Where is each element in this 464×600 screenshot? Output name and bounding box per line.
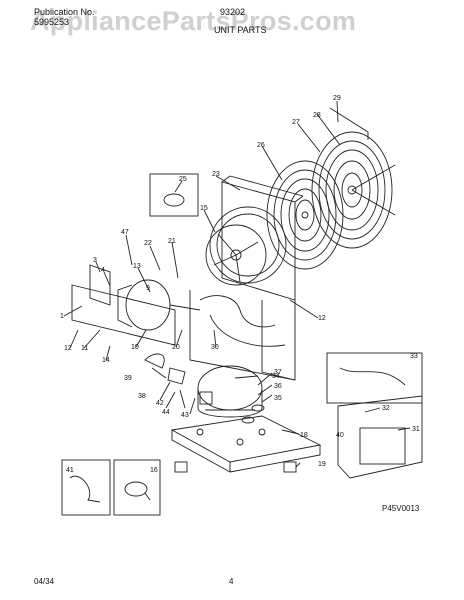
- callout-25: 25: [179, 176, 187, 183]
- callout-29: 29: [333, 95, 341, 102]
- callout-41: 41: [66, 467, 74, 474]
- model-number: 93202: [220, 7, 246, 17]
- callout-3: 3: [93, 257, 97, 264]
- caster: [174, 461, 188, 473]
- callout-44: 44: [162, 409, 170, 416]
- callout-28: 28: [313, 112, 321, 119]
- callout-47: 47: [121, 229, 129, 236]
- footer-date: 04/34: [34, 577, 55, 586]
- compressor: [197, 365, 263, 418]
- condenser-coil-front: [266, 160, 344, 270]
- relay: [167, 367, 186, 385]
- callout-9: 9: [146, 285, 150, 292]
- callout-20: 20: [172, 344, 180, 351]
- callout-31: 31: [412, 426, 420, 433]
- publication-number: 5995253: [34, 17, 70, 27]
- callout-30: 30: [211, 344, 219, 351]
- section-title: UNIT PARTS: [214, 25, 267, 35]
- rod: [329, 107, 369, 140]
- callout-36: 36: [274, 383, 282, 390]
- inset-box-41: [61, 459, 111, 516]
- callout-21: 21: [168, 238, 176, 245]
- support-frame: [189, 290, 296, 381]
- caster: [283, 461, 297, 473]
- callout-43: 43: [181, 412, 189, 419]
- callout-11: 11: [81, 345, 88, 352]
- callout-10: 10: [131, 344, 139, 351]
- callout-4: 4: [101, 267, 105, 274]
- callout-42: 42: [156, 400, 164, 407]
- water-tank: [337, 395, 423, 479]
- watermark: AppliancePartsPros.com: [30, 6, 357, 36]
- condenser-coil-rear: [311, 131, 396, 249]
- base-pan: [170, 415, 322, 473]
- callout-14: 14: [102, 357, 110, 364]
- callout-40: 40: [336, 432, 344, 439]
- callout-1: 1: [60, 313, 64, 320]
- callout-23: 23: [212, 171, 220, 178]
- callout-18: 18: [300, 432, 308, 439]
- capacitor-box: [149, 173, 199, 217]
- callout-labels: 29 27 28 26 25 23 15 47 22 21 13 3 4 1 9…: [60, 95, 420, 474]
- callout-35: 35: [274, 395, 282, 402]
- callout-38: 38: [138, 393, 146, 400]
- callout-22: 22: [144, 240, 152, 247]
- callout-15: 15: [200, 205, 208, 212]
- callout-32: 32: [382, 405, 390, 412]
- callout-12-right: 12: [318, 315, 326, 322]
- callout-19: 19: [318, 461, 326, 468]
- publication-label: Publication No.: [34, 7, 95, 17]
- callout-12-left: 12: [64, 345, 72, 352]
- fan-motor: [117, 279, 201, 331]
- callout-39: 39: [124, 375, 132, 382]
- callout-34: 34: [272, 373, 280, 380]
- fan-blade: [205, 224, 267, 286]
- callout-13: 13: [133, 263, 141, 270]
- inset-box-16: [113, 459, 161, 516]
- callout-33: 33: [410, 353, 418, 360]
- fan-shroud: [209, 175, 304, 301]
- overload: [144, 353, 165, 369]
- callout-16: 16: [150, 467, 158, 474]
- control-switch: [89, 264, 111, 306]
- callout-26: 26: [257, 142, 265, 149]
- callout-27: 27: [292, 119, 300, 126]
- control-bracket: [71, 284, 176, 346]
- diagram-code: P45V0013: [382, 504, 420, 513]
- callout-37: 37: [274, 369, 282, 376]
- wire-harness-box: [326, 352, 423, 404]
- page-number: 4: [229, 577, 234, 586]
